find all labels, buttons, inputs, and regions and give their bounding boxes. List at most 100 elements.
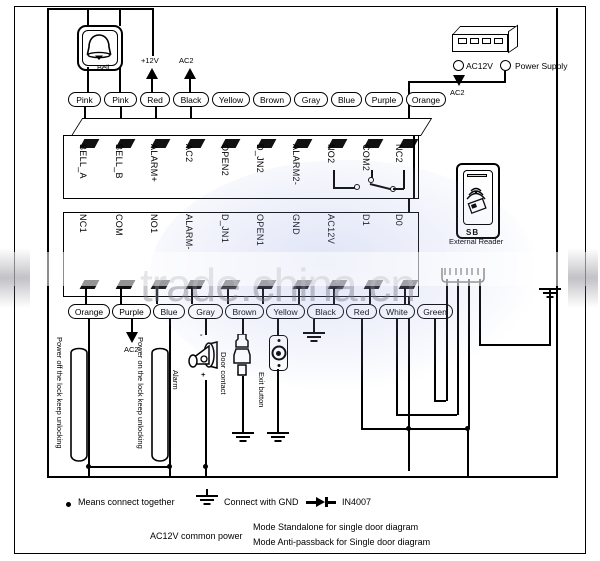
lock-power-on-label: Power on the lock keep unlocking [136,337,145,449]
relay-no2-arm [333,187,355,189]
junction-dot-3 [167,464,172,469]
door-contact-ground-icon [232,432,254,444]
relay-no2-contact [354,184,360,190]
wire-tag-brown-b[interactable]: Brown [225,304,264,319]
terminal-no2: NO2 [326,144,336,164]
tag-stub-2 [120,107,122,120]
ac2-top-arrow-icon [184,68,196,79]
wire-tag-red[interactable]: Red [140,92,170,107]
bell-wire-b [119,67,121,93]
lock-power-off-label: Power off the lock keep unlocking [55,337,64,449]
wire-tag-yellow[interactable]: Yellow [212,92,250,107]
legend-diode-label: IN4007 [342,497,372,507]
door-contact-icon [233,334,251,376]
psu-ac2-arrow-icon [453,75,465,86]
door-contact-wire-bottom [242,376,244,432]
junction-dot-2 [86,464,91,469]
lock-on-bus-drop [169,466,171,478]
wire-tag-purple-b[interactable]: Purple [112,304,151,319]
wire-tag-blue[interactable]: Blue [331,92,362,107]
terminal-d0: D0 [394,214,404,227]
exit-button-ground-icon [267,432,289,444]
wire-tag-black[interactable]: Black [173,92,209,107]
wire-tag-brown[interactable]: Brown [253,92,291,107]
junction-dot-5 [406,426,411,431]
relay-nc2-arm [393,188,404,190]
legend-connect-together: Means connect together [78,497,175,507]
terminal-alarm2: ALARM2- [291,144,301,186]
wire-tag-purple[interactable]: Purple [365,92,403,107]
bot-stub-2 [120,288,122,304]
wire-tag-green-b[interactable]: Green [417,304,453,319]
wire-tag-blue-b[interactable]: Blue [153,304,185,319]
green-wire-h [434,400,446,402]
alarm-siren-icon [188,341,218,369]
bell-icon [77,25,123,71]
terminal-ac2: AC2 [184,144,194,163]
green-wire [434,319,436,401]
reader-gnd-wire [549,290,551,344]
wire-tag-gray-b[interactable]: Gray [188,304,223,319]
wire-tag-pink-1[interactable]: Pink [68,92,101,107]
reader-brand-label: SB [466,228,480,237]
terminal-open1: OPEN1 [255,214,265,247]
terminal-bell-b: BELL_B [114,144,124,179]
plus12v-wire [152,8,154,56]
bot-stub-6 [262,288,264,304]
purple-ac2-label: AC2 [124,345,139,354]
purple-ac2-arrow-icon [126,332,138,343]
wire-tag-red-b[interactable]: Red [346,304,377,319]
exit-button-icon[interactable] [269,335,288,371]
lock-on-coil-icon [151,347,169,462]
wire-tag-yellow-b[interactable]: Yellow [266,304,305,319]
bell-wire-a [87,67,89,93]
terminal-nc2: NC2 [394,144,404,163]
wire-tag-gray[interactable]: Gray [294,92,328,107]
reader-wire-4-h [479,344,551,346]
junction-dot-4 [465,426,470,431]
wire-tag-white-b[interactable]: White [379,304,415,319]
alarm-bus-drop [205,466,207,478]
tag-stub-1 [84,107,86,120]
bot-stub-8 [333,288,335,304]
wire-tag-pink-2[interactable]: Pink [104,92,137,107]
alarm-plus-label: + [201,370,206,379]
terminal-gnd: GND [291,214,301,235]
wire-tag-black-b[interactable]: Black [307,304,344,319]
reader-wire-3 [468,279,470,429]
caption-common-power: AC12V common power [150,531,243,541]
junction-dot-1 [203,464,208,469]
terminal-ac12v: AC12V [326,214,336,245]
terminal-alarm-minus: ALARM- [184,214,194,250]
wire-tag-orange[interactable]: Orange [406,92,446,107]
relay-nc2-stem [403,170,405,189]
reader-wire-4 [479,279,481,345]
bot-stub-4 [191,288,193,304]
terminal-no1: NO1 [149,214,159,234]
wire-tag-orange-b[interactable]: Orange [68,304,110,319]
alarm-label: Alarm [171,370,180,390]
terminal-alarm-plus: ALARM+ [149,144,159,183]
lock-off-wire-left [88,319,90,469]
psu-ac2-label: AC2 [450,88,465,97]
alarm-wire-plus [205,380,207,470]
terminal-nc1: NC1 [78,214,88,233]
psu-wire-down [504,71,506,83]
relay-no2-stem [333,170,335,188]
bell-label: Bell [97,63,110,72]
bot-stub-1 [85,288,87,304]
top-block-right-edge [413,135,415,198]
red-wire-h [361,428,468,430]
lock-off-coil-icon [70,347,88,462]
psu-terminal-left [453,60,464,71]
watermark-band [0,252,600,286]
external-reader-icon: SB [456,163,500,239]
red-wire [361,319,363,429]
bot-stub-7 [298,288,300,304]
bot-stub-9 [369,288,371,304]
door-contact-label: Door contact [219,352,228,395]
caption-mode-antipassback: Mode Anti-passback for Single door diagr… [253,537,431,547]
exit-button-label: Exit button [257,372,266,408]
bot-stub-10 [404,288,406,304]
lock-bus-link [88,466,170,468]
